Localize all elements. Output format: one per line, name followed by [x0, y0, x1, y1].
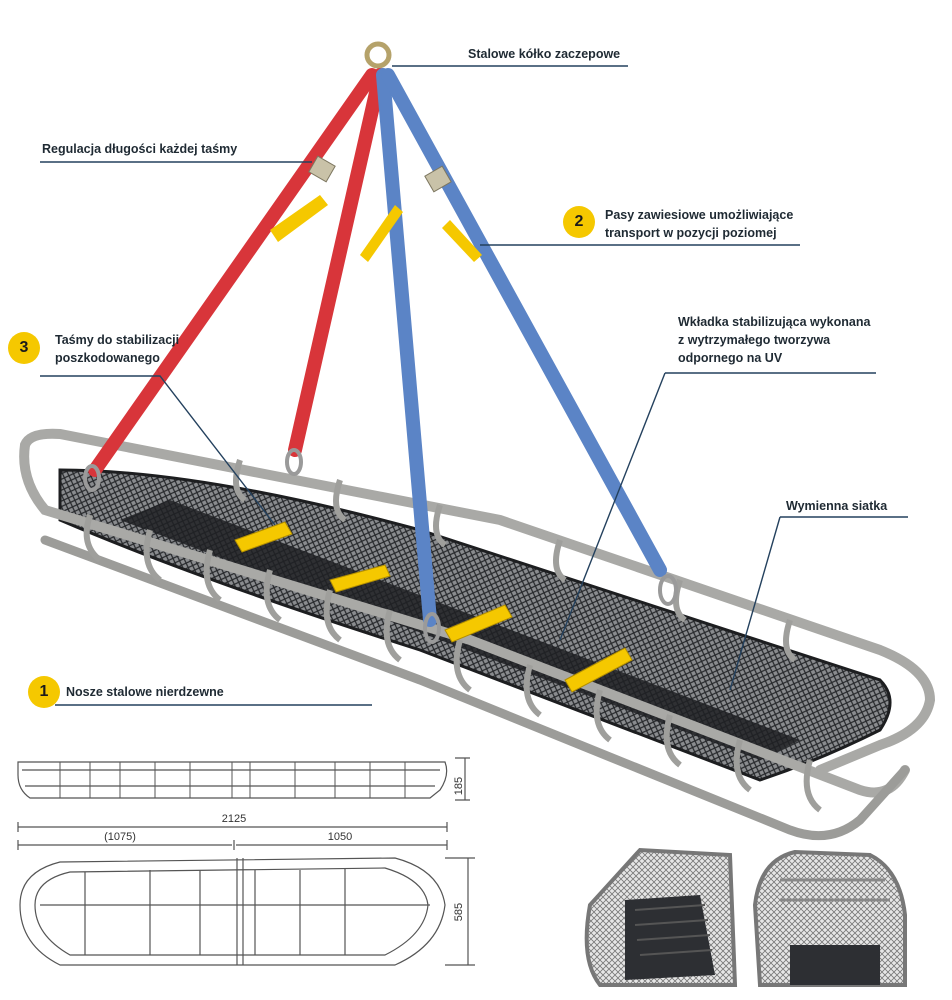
label-insert-line3: odpornego na UV: [678, 351, 783, 365]
label-insert: Wkładka stabilizująca wykonana z wytrzym…: [678, 313, 870, 367]
label-stretcher: Nosze stalowe nierdzewne: [66, 685, 224, 699]
badge-slings: 2: [563, 206, 595, 238]
badge-stretcher: 1: [28, 676, 60, 708]
label-straps: Taśmy do stabilizacji poszkodowanego: [55, 331, 179, 367]
thumbnail-mesh-basket: [752, 849, 907, 987]
dim-left-section: (1075): [104, 831, 136, 843]
thumbnail-open-basket: [584, 847, 738, 987]
badge-straps: 3: [8, 332, 40, 364]
dim-total-length: 2125: [222, 813, 246, 825]
basket-stretcher: [19, 428, 936, 841]
label-insert-line2: z wytrzymałego tworzywa: [678, 333, 831, 347]
label-straps-line2: poszkodowanego: [55, 351, 160, 365]
dim-width-label: 585: [453, 903, 465, 921]
label-slings-line1: Pasy zawiesiowe umożliwiające: [605, 208, 794, 222]
label-lifting-ring: Stalowe kółko zaczepowe: [468, 47, 621, 61]
label-slings: Pasy zawiesiowe umożliwiające transport …: [605, 206, 793, 242]
leader-lines: [40, 65, 908, 706]
label-insert-line1: Wkładka stabilizująca wykonana: [678, 315, 871, 329]
blue-slings: [376, 68, 667, 627]
length-adjust-buckles: [270, 155, 482, 262]
dim-height-label: 185: [453, 777, 465, 795]
side-view-drawing: [17, 757, 470, 801]
red-slings: [88, 68, 387, 477]
carabiners: [83, 448, 678, 644]
top-view-drawing: [17, 822, 475, 966]
label-straps-line1: Taśmy do stabilizacji: [55, 333, 180, 347]
lifting-ring: [364, 41, 392, 69]
label-length-adjust: Regulacja długości każdej taśmy: [42, 142, 238, 156]
label-slings-line2: transport w pozycji poziomej: [605, 226, 777, 240]
dim-right-section: 1050: [328, 831, 352, 843]
label-mesh: Wymienna siatka: [786, 499, 888, 513]
